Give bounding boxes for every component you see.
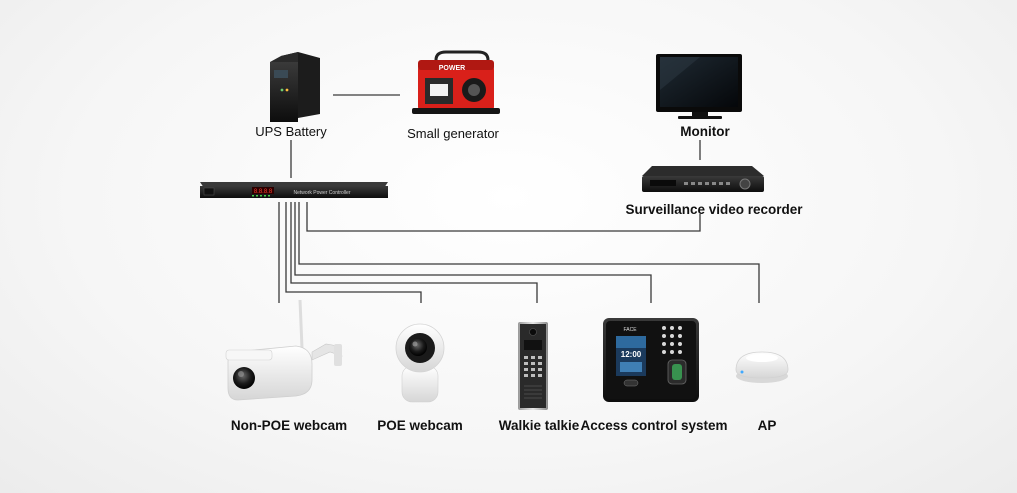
power-controller-icon: 8.8.8.8 Network Power Controller [200,182,388,198]
wire-controller-walkie [290,202,538,303]
poe-webcam-label: POE webcam [377,418,463,433]
non-poe-webcam-label: Non-POE webcam [230,418,348,433]
wire-controller-ap [298,202,760,303]
access-brand: FACE [623,327,637,333]
bullet-camera-icon [225,299,343,401]
connection-wires [278,94,760,303]
recorder-label: Surveillance video recorder [625,202,803,217]
access-control-label: Access control system [580,418,728,433]
wire-controller-access [294,202,652,303]
wire-controller-poe [285,202,422,303]
ap-label: AP [757,418,777,433]
generator-label: Small generator [407,126,499,141]
ups-battery-icon [270,52,320,122]
ups-battery-label: UPS Battery [255,124,327,139]
access-clock: 12:00 [621,350,642,359]
controller-panel-text: Network Power Controller [294,190,351,196]
generator-icon: POWER [412,50,500,114]
intercom-panel-icon [518,322,548,410]
access-point-icon [735,351,789,383]
access-terminal-icon: FACE 12:00 [603,318,699,402]
svg-text:POWER: POWER [439,65,465,72]
monitor-label: Monitor [680,124,730,139]
controller-display: 8.8.8.8 [254,189,273,195]
wire-controller-recorder [306,202,701,232]
walkie-talkie-label: Walkie talkie [498,418,580,433]
monitor-icon [656,54,742,119]
video-recorder-icon [642,166,764,192]
dome-camera-icon [395,323,445,403]
